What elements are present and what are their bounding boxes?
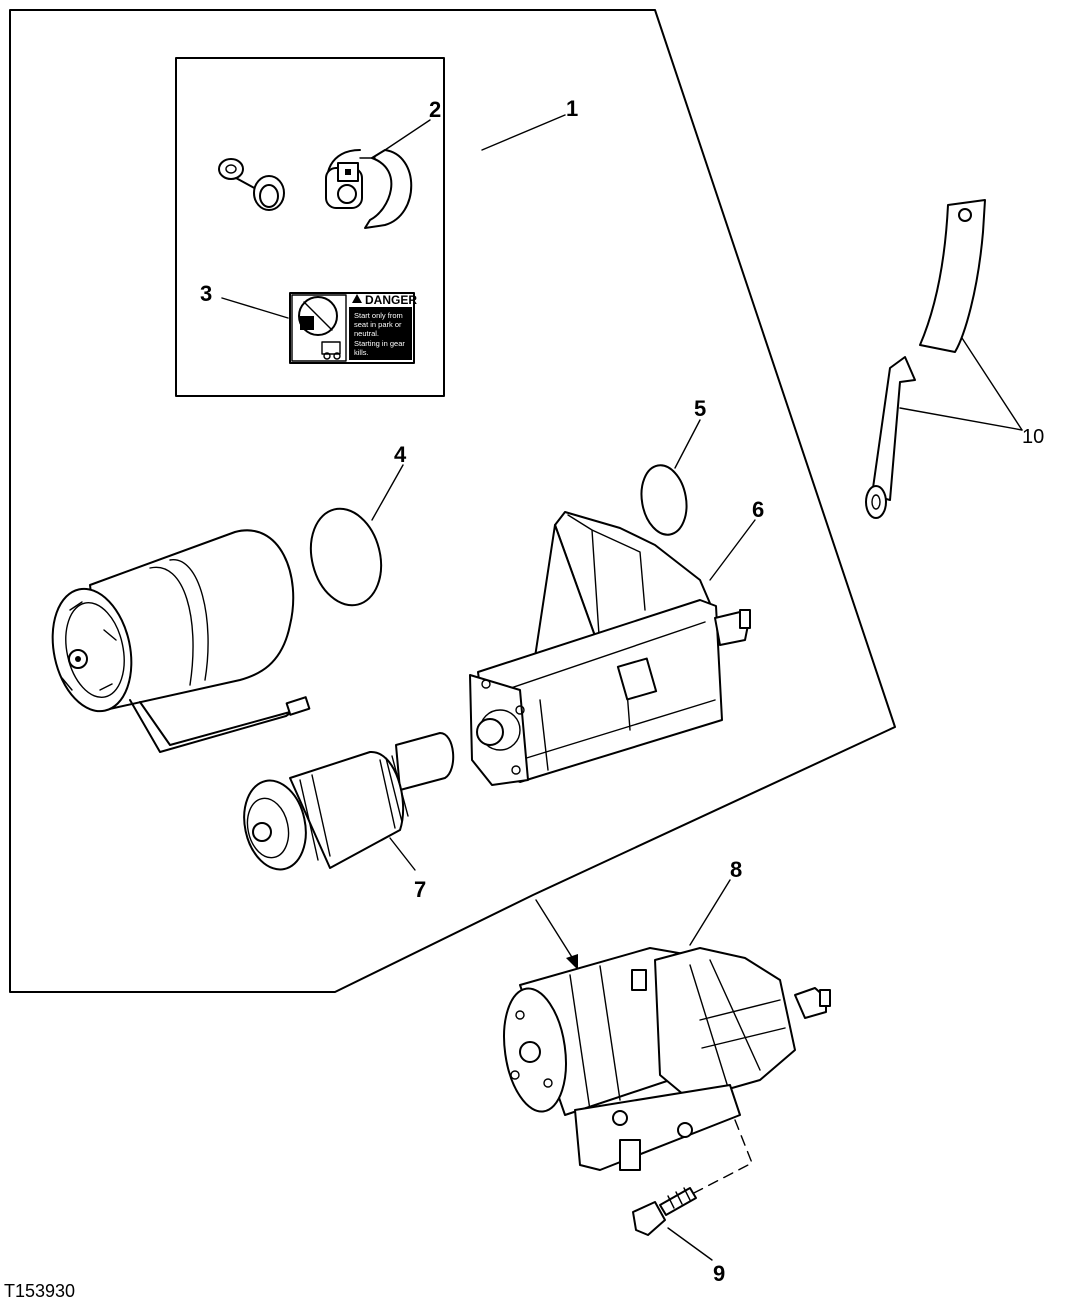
callout-7-label: 7	[414, 877, 426, 902]
decal-line-5: kills.	[354, 348, 369, 357]
motor-housing	[51, 529, 311, 753]
kit-boundary-outline	[9, 9, 896, 993]
decal-line-1: Start only from	[354, 311, 403, 320]
bushing-set	[218, 158, 285, 211]
callout-4-label: 4	[394, 442, 407, 467]
figure-id: T153930	[4, 1281, 75, 1301]
decal-line-2: seat in park or	[354, 320, 402, 329]
callout-2: 2	[384, 97, 441, 151]
mounting-bolt-item-9: 9	[632, 1119, 753, 1286]
callout-9-label: 9	[713, 1261, 725, 1286]
callout-1-label: 1	[566, 96, 578, 121]
small-parts-box	[175, 57, 445, 397]
drive-pinion-item-7: 7	[243, 732, 455, 902]
solenoid-frame-item-6	[469, 511, 751, 786]
callout-1: 1	[481, 96, 578, 151]
cable-straps-item-10: 10	[865, 199, 1044, 519]
callout-3-label: 3	[200, 281, 212, 306]
safety-decal-item-3: DANGER Start only from seat in park or n…	[289, 292, 417, 364]
callout-8-label: 8	[730, 857, 742, 882]
decal-line-3: neutral.	[354, 329, 379, 338]
decal-heading: DANGER	[365, 293, 417, 307]
starter-assembly-item-8: 8	[503, 857, 831, 1171]
callout-6-label: 6	[752, 497, 764, 522]
decal-line-4: Starting in gear	[354, 339, 405, 348]
callout-2-label: 2	[429, 97, 441, 122]
brush-ring-item-2	[325, 149, 413, 229]
callout-3: 3	[200, 281, 289, 319]
callout-10-label: 10	[1022, 426, 1044, 448]
o-ring-item-5: 5	[640, 396, 706, 536]
assembly-arrow	[535, 899, 578, 970]
o-ring-item-4: 4	[309, 442, 407, 607]
callout-6: 6	[709, 497, 764, 581]
callout-5-label: 5	[694, 396, 706, 421]
